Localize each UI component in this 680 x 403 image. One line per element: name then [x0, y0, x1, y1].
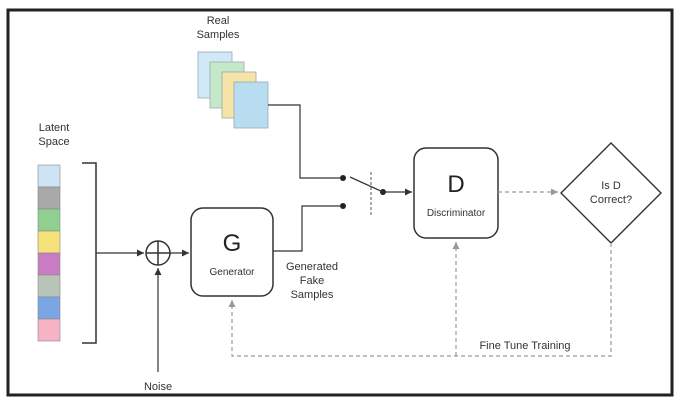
decision-diamond: Is D Correct? [560, 142, 662, 244]
generator-letter: G [223, 230, 242, 257]
discriminator-letter: D [447, 171, 464, 198]
decision-label-line2: Correct? [590, 194, 632, 206]
latent-cell [37, 208, 61, 232]
generator-name: Generator [209, 267, 255, 278]
outer-frame [6, 8, 674, 397]
decision-label-line1: Is D [601, 180, 621, 192]
latent-cell [37, 252, 61, 276]
latent-cell [37, 164, 61, 188]
generator-connector [273, 205, 340, 252]
generator-rect [190, 207, 274, 297]
latent-space-label-line2: Space [38, 136, 69, 148]
latent-space-vector [37, 164, 61, 342]
latent-bracket [82, 162, 97, 344]
fine-tune-label: Fine Tune Training [479, 340, 570, 352]
latent-cell [37, 186, 61, 210]
switch-contact-fake [340, 203, 346, 209]
real-samples-label-line2: Samples [197, 29, 240, 41]
real-samples-label-line1: Real [207, 15, 230, 27]
real-samples-connector [268, 104, 340, 179]
real-sample-card [233, 81, 269, 129]
discriminator-box: D Discriminator [413, 147, 499, 239]
latent-space-label-line1: Latent [39, 122, 70, 134]
fake-samples-label-line2: Fake [300, 275, 324, 287]
latent-cell [37, 296, 61, 320]
fine-tune-feedback-to-generator [228, 243, 612, 357]
noise-label: Noise [144, 381, 172, 393]
latent-cell [37, 318, 61, 342]
decision-shape [560, 142, 662, 244]
discriminator-name: Discriminator [427, 208, 486, 219]
latent-cell [37, 230, 61, 254]
discriminator-rect [413, 147, 499, 239]
switch-contact-real [340, 175, 346, 181]
fake-samples-label-line1: Generated [286, 261, 338, 273]
sum-node [145, 240, 171, 266]
fake-samples-label-line3: Samples [291, 289, 334, 301]
sample-switch [340, 172, 386, 216]
latent-cell [37, 274, 61, 298]
switch-lever [349, 176, 384, 193]
generator-box: G Generator [190, 207, 274, 297]
real-samples-stack [197, 51, 269, 129]
